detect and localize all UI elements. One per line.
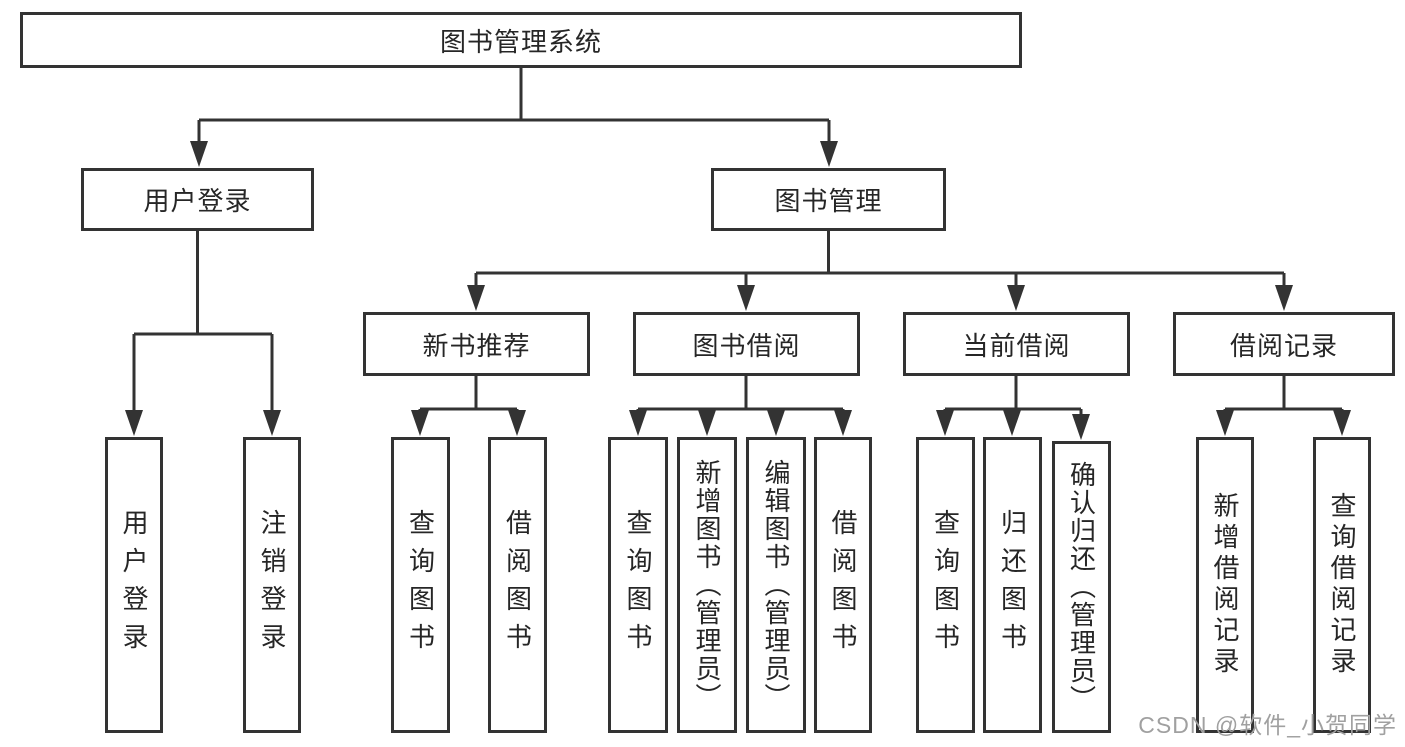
leaf-confirm-return-admin: 确认归还（管理员） [1052, 441, 1111, 733]
leaf-query-books-borrow: 查询图书 [608, 437, 668, 733]
leaf-query-books-current: 查询图书 [916, 437, 975, 733]
node-user-login: 用户登录 [81, 168, 314, 231]
node-book-management: 图书管理 [711, 168, 946, 231]
leaf-query-borrow-record: 查询借阅记录 [1313, 437, 1371, 733]
node-borrow-records: 借阅记录 [1173, 312, 1395, 376]
leaf-borrow-books-recommend: 借阅图书 [488, 437, 547, 733]
leaf-query-books-recommend: 查询图书 [391, 437, 450, 733]
node-new-book-recommend: 新书推荐 [363, 312, 590, 376]
node-root: 图书管理系统 [20, 12, 1022, 68]
node-current-borrow: 当前借阅 [903, 312, 1130, 376]
arrowheads [125, 141, 1351, 440]
leaf-user-login: 用户登录 [105, 437, 163, 733]
csdn-watermark: CSDN @软件_小贺同学 [1138, 712, 1397, 738]
leaf-edit-books-admin: 编辑图书（管理员） [746, 437, 806, 733]
node-book-borrow: 图书借阅 [633, 312, 860, 376]
leaf-add-borrow-record: 新增借阅记录 [1196, 437, 1254, 733]
leaf-return-books: 归还图书 [983, 437, 1042, 733]
leaf-borrow-books: 借阅图书 [814, 437, 872, 733]
leaf-add-books-admin: 新增图书（管理员） [677, 437, 737, 733]
leaf-logout: 注销登录 [243, 437, 301, 733]
